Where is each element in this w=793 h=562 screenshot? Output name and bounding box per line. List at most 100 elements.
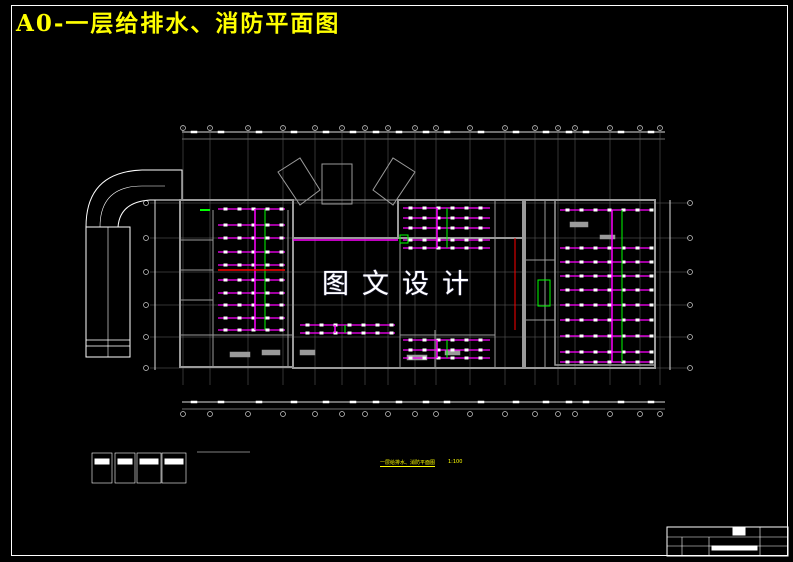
sprinkler-head xyxy=(565,288,570,292)
sprinkler-head xyxy=(607,303,612,307)
axis-bubble xyxy=(412,125,418,131)
plan-scale: 1:100 xyxy=(448,459,463,465)
axis-bubble xyxy=(143,200,149,206)
sprinkler-head xyxy=(607,208,612,212)
sprinkler-head xyxy=(265,236,270,240)
sprinkler-head xyxy=(279,291,284,295)
axis-bubble xyxy=(385,125,391,131)
sprinkler-head xyxy=(579,334,584,338)
axis-bubble xyxy=(687,365,693,371)
sprinkler-head xyxy=(422,206,427,210)
sprinkler-head xyxy=(635,318,640,322)
sprinkler-head xyxy=(593,274,598,278)
axis-bubble xyxy=(143,365,149,371)
dimension-text xyxy=(512,400,520,404)
sprinkler-head xyxy=(223,328,228,332)
sprinkler-head xyxy=(389,331,394,335)
sprinkler-head xyxy=(408,246,413,250)
axis-bubble xyxy=(687,200,693,206)
axis-bubble xyxy=(207,125,213,131)
sprinkler-head xyxy=(223,316,228,320)
sprinkler-head xyxy=(361,331,366,335)
sprinkler-head xyxy=(422,356,427,360)
ramp-curve-inner xyxy=(99,185,165,228)
sprinkler-head xyxy=(279,223,284,227)
axis-bubble xyxy=(467,411,473,417)
sprinkler-head xyxy=(478,216,483,220)
axis-bubble xyxy=(143,269,149,275)
sprinkler-head xyxy=(649,334,654,338)
sprinkler-head xyxy=(635,288,640,292)
sprinkler-head xyxy=(223,236,228,240)
dimension-text xyxy=(565,400,573,404)
legend-symbol xyxy=(139,458,159,465)
legend-symbol xyxy=(94,458,110,465)
sprinkler-head xyxy=(464,206,469,210)
sprinkler-head xyxy=(579,350,584,354)
legend-symbol xyxy=(117,458,133,465)
title-block xyxy=(666,526,789,557)
sprinkler-head xyxy=(579,288,584,292)
sprinkler-head xyxy=(607,274,612,278)
sprinkler-head xyxy=(422,348,427,352)
sprinkler-head xyxy=(635,334,640,338)
axis-bubble xyxy=(687,269,693,275)
dimension-text xyxy=(443,400,451,404)
sprinkler-head xyxy=(607,246,612,250)
sprinkler-head xyxy=(565,274,570,278)
sprinkler-head xyxy=(649,360,654,364)
sprinkler-head xyxy=(223,278,228,282)
room-label xyxy=(299,349,316,356)
sprinkler-head xyxy=(450,356,455,360)
sprinkler-head xyxy=(649,208,654,212)
axis-bubble xyxy=(502,411,508,417)
sprinkler-head xyxy=(265,316,270,320)
sprinkler-head xyxy=(607,334,612,338)
dimension-text xyxy=(290,130,298,134)
sprinkler-head xyxy=(478,206,483,210)
sprinkler-head xyxy=(464,356,469,360)
sprinkler-head xyxy=(265,328,270,332)
wall-east-hall xyxy=(554,199,656,366)
sprinkler-head xyxy=(361,323,366,327)
sprinkler-head xyxy=(408,338,413,342)
sprinkler-head xyxy=(450,206,455,210)
axis-bubble xyxy=(143,235,149,241)
sprinkler-head xyxy=(422,238,427,242)
sprinkler-head xyxy=(279,303,284,307)
dimension-text xyxy=(617,400,625,404)
sprinkler-head xyxy=(593,334,598,338)
axis-bubble xyxy=(555,125,561,131)
sprinkler-head xyxy=(635,350,640,354)
watermark: 图文设计 xyxy=(322,269,482,300)
sprinkler-head xyxy=(223,223,228,227)
legend-box xyxy=(91,452,113,484)
sprinkler-head xyxy=(265,223,270,227)
dimension-text xyxy=(477,400,485,404)
dimension-text xyxy=(647,130,655,134)
sprinkler-head xyxy=(607,360,612,364)
dimension-text xyxy=(255,400,263,404)
sprinkler-head xyxy=(579,303,584,307)
dimension-text xyxy=(322,400,330,404)
sprinkler-head xyxy=(223,291,228,295)
axis-bubble xyxy=(385,411,391,417)
sprinkler-head xyxy=(279,236,284,240)
sprinkler-head xyxy=(635,274,640,278)
sprinkler-head xyxy=(319,331,324,335)
sprinkler-head xyxy=(237,328,242,332)
sprinkler-head xyxy=(389,323,394,327)
sprinkler-head xyxy=(408,348,413,352)
dimension-text xyxy=(582,400,590,404)
sprinkler-head xyxy=(478,348,483,352)
dimension-text xyxy=(290,400,298,404)
axis-bubble xyxy=(280,411,286,417)
sprinkler-head xyxy=(649,303,654,307)
sprinkler-head xyxy=(635,360,640,364)
sprinkler-head xyxy=(450,246,455,250)
dimension-text xyxy=(372,400,380,404)
sprinkler-head xyxy=(565,318,570,322)
sprinkler-head xyxy=(422,216,427,220)
sprinkler-head xyxy=(237,236,242,240)
sprinkler-head xyxy=(593,288,598,292)
